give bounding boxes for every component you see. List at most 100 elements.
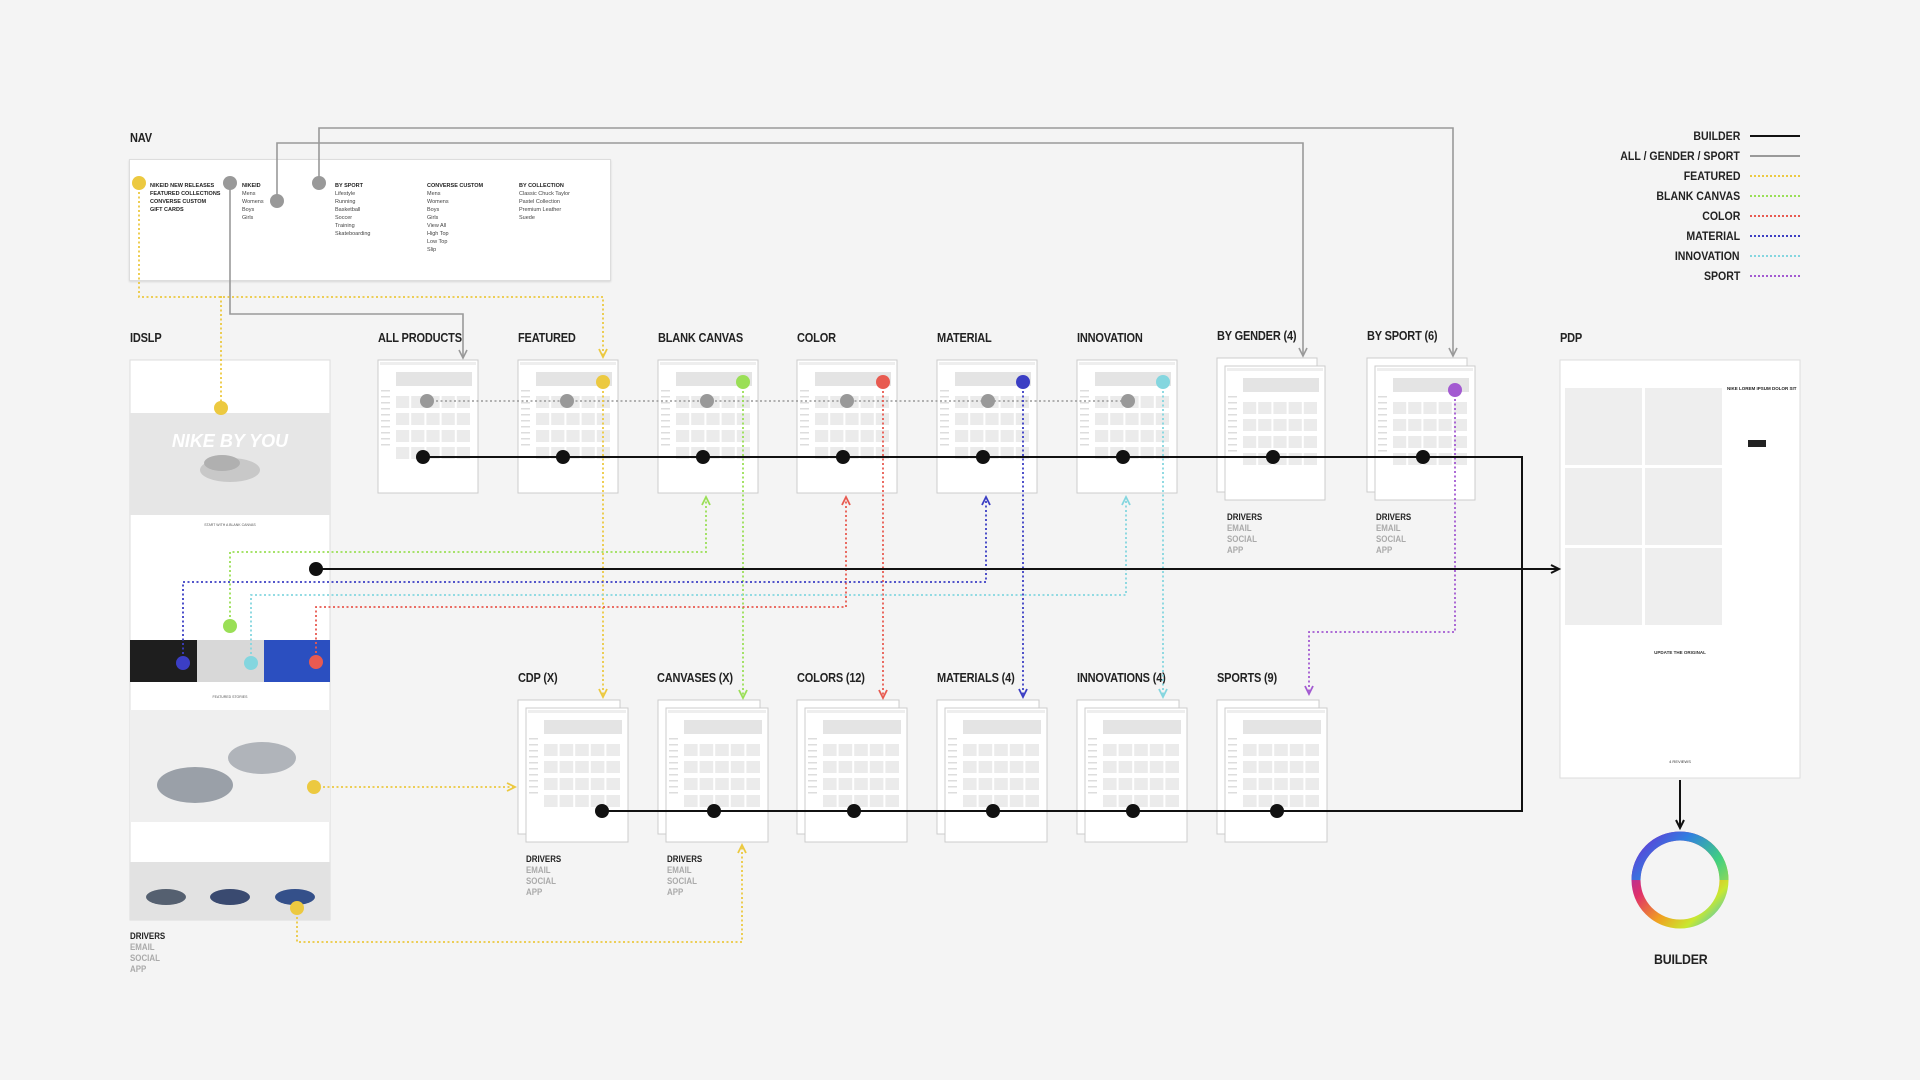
line-idslp-to-color-arrow	[841, 494, 851, 506]
node-nav-nikeid	[223, 176, 237, 190]
thumb-bottom-1	[657, 699, 769, 843]
thumb-bottom-0	[517, 699, 629, 843]
idslp-hero-text: NIKE BY YOU	[172, 431, 289, 451]
node-builder-top-3	[836, 450, 850, 464]
label-by-sport: BY SPORT (6)	[1367, 329, 1438, 343]
pdp-reviews: 4 REVIEWS	[1669, 759, 1691, 764]
line-idslp-to-blank-arrow	[701, 494, 711, 506]
line-nav-to-all-products	[229, 183, 464, 358]
builder-title: BUILDER	[1654, 951, 1708, 967]
pdp-title: PDP	[1560, 331, 1583, 345]
node-top-grey-0	[420, 394, 434, 408]
node-builder-top-2	[696, 450, 710, 464]
label-featured: FEATURED	[518, 331, 576, 345]
connector-lines	[138, 127, 1685, 943]
legend-row-innovation: INNOVATION	[1604, 246, 1800, 266]
builder-color-wheel[interactable]	[1631, 831, 1729, 929]
node-idslp-color	[309, 655, 323, 669]
node-builder-bottom-1	[707, 804, 721, 818]
legend-row-material: MATERIAL	[1604, 226, 1800, 246]
node-builder-top-5	[1116, 450, 1130, 464]
line-idslp-to-material	[182, 497, 987, 663]
thumb-top-0	[377, 359, 479, 494]
legend-row-all-gender-sport: ALL / GENDER / SPORT	[1604, 146, 1800, 166]
line-nav-to-by-gender-arrow	[1298, 347, 1308, 358]
label-colors: COLORS (12)	[797, 671, 865, 685]
node-idslp-featured	[214, 401, 228, 415]
thumb-by-gender	[1216, 357, 1326, 501]
line-featured-to-cdp-arrow	[598, 688, 608, 700]
node-builder-top-7	[1416, 450, 1430, 464]
node-top-grey-3	[840, 394, 854, 408]
line-idslp-to-color	[315, 497, 847, 662]
node-sport	[1448, 383, 1462, 397]
node-builder-top-6	[1266, 450, 1280, 464]
page-thumbnails	[377, 357, 1476, 843]
legend-row-blank-canvas: BLANK CANVAS	[1604, 186, 1800, 206]
line-idslp-to-innovation	[250, 497, 1127, 663]
line-idslp-to-canvases-arrow	[737, 842, 747, 854]
line-nav-featured	[138, 183, 604, 357]
pdp-page: NIKE LOREM IPSUM DOLOR SIT UPDATE THE OR…	[1559, 359, 1801, 779]
node-builder-top-1	[556, 450, 570, 464]
line-nav-to-by-sport	[318, 127, 1454, 356]
label-by-gender: BY GENDER (4)	[1217, 329, 1297, 343]
node-top-grey-5	[1121, 394, 1135, 408]
line-idslp-to-material-arrow	[981, 494, 991, 506]
nav-title: NAV	[130, 131, 152, 145]
label-cdp: CDP (X)	[518, 671, 558, 685]
line-blank-to-canvases-arrow	[738, 689, 748, 701]
label-blank-canvas: BLANK CANVAS	[658, 331, 744, 345]
idslp-section-blank: START WITH A BLANK CANVAS	[204, 523, 256, 527]
legend-row-featured: FEATURED	[1604, 166, 1800, 186]
node-idslp-builder	[309, 562, 323, 576]
label-color: COLOR	[797, 331, 836, 345]
node-idslp-material	[176, 656, 190, 670]
thumb-bottom-5	[1216, 699, 1328, 843]
legend-row-color: COLOR	[1604, 206, 1800, 226]
idslp-title: IDSLP	[130, 331, 162, 345]
line-material-to-materials-arrow	[1018, 688, 1028, 700]
node-featured	[596, 375, 610, 389]
line-pdp-to-builder-arrow	[1675, 819, 1685, 831]
idslp-page: NIKE BY YOU START WITH A BLANK CANVAS FE…	[129, 359, 331, 921]
node-idslp-innovation	[244, 656, 258, 670]
node-idslp-featured-story	[307, 780, 321, 794]
node-builder-top-0	[416, 450, 430, 464]
node-idslp-bottom	[290, 901, 304, 915]
thumb-bottom-4	[1076, 699, 1188, 843]
node-blank-canvas	[736, 375, 750, 389]
connector-nodes	[132, 176, 1462, 915]
node-material	[1016, 375, 1030, 389]
line-nav-featured-arrow	[598, 348, 608, 360]
line-innovation-to-innovations-arrow	[1158, 688, 1168, 700]
node-builder-bottom-5	[1270, 804, 1284, 818]
node-builder-bottom-0	[595, 804, 609, 818]
line-nav-to-by-sport-arrow	[1448, 347, 1458, 358]
label-materials: MATERIALS (4)	[937, 671, 1015, 685]
label-sports: SPORTS (9)	[1217, 671, 1277, 685]
line-idslp-to-blank	[229, 497, 707, 626]
node-nav-featured	[132, 176, 146, 190]
line-builder-to-pdp-arrow	[1550, 564, 1562, 574]
idslp-section-featured: FEATURED STORIES	[213, 695, 249, 699]
thumb-bottom-3	[936, 699, 1048, 843]
line-color-to-colors-arrow	[878, 689, 888, 701]
node-builder-top-4	[976, 450, 990, 464]
legend-row-sport: SPORT	[1604, 266, 1800, 286]
thumb-by-sport	[1366, 357, 1476, 501]
node-builder-bottom-2	[847, 804, 861, 818]
label-innovations: INNOVATIONS (4)	[1077, 671, 1166, 685]
line-builder-top-bottom	[423, 456, 1523, 812]
